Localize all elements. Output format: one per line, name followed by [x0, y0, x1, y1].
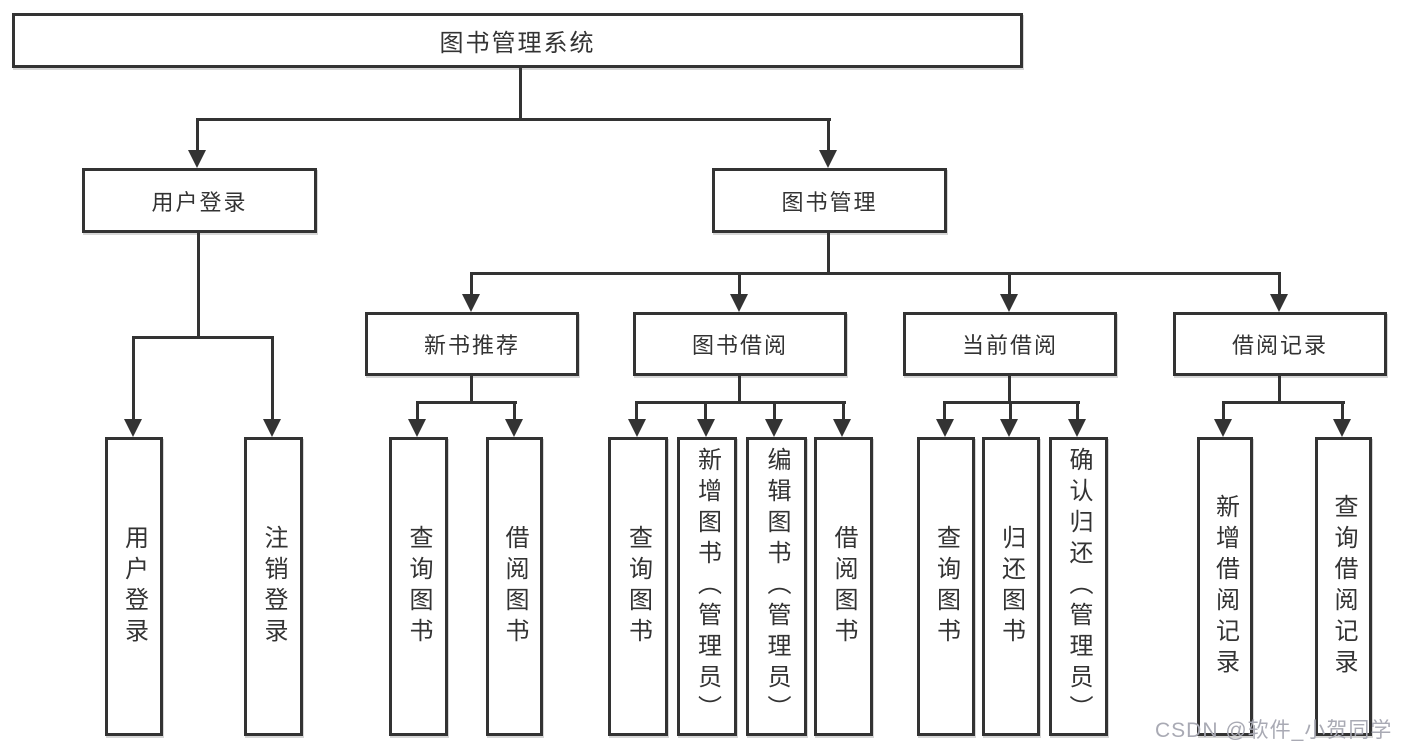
node-library-management-system: 图书管理系统: [12, 13, 1023, 68]
connector-line: [132, 336, 135, 420]
leaf-query-books-borrowing: 查询图书: [608, 437, 668, 736]
leaf-label: 注销登录: [260, 524, 287, 649]
leaf-label: 查询图书: [624, 524, 652, 649]
connector-line: [1222, 401, 1225, 420]
leaf-confirm-return-admin: 确认归还（管理员）: [1049, 437, 1108, 736]
connector-line: [635, 401, 638, 420]
arrow-down-icon: [697, 419, 715, 437]
arrow-down-icon: [1068, 419, 1086, 437]
connector-line: [738, 376, 741, 404]
connector-line: [416, 401, 517, 404]
leaf-label: 编辑图书（管理员）: [763, 447, 790, 726]
connector-line: [132, 336, 274, 339]
arrow-down-icon: [462, 294, 480, 312]
arrow-down-icon: [505, 419, 523, 437]
connector-line: [271, 336, 274, 420]
leaf-return-books: 归还图书: [982, 437, 1040, 736]
arrow-down-icon: [1000, 294, 1018, 312]
leaf-label: 查询图书: [405, 524, 432, 649]
connector-line: [470, 376, 473, 404]
connector-line: [470, 272, 473, 295]
arrow-down-icon: [1000, 419, 1018, 437]
node-new-book-recommendation: 新书推荐: [365, 312, 579, 376]
leaf-borrow-books-recommend: 借阅图书: [486, 437, 543, 736]
arrow-down-icon: [730, 294, 748, 312]
leaf-query-books-current: 查询图书: [917, 437, 975, 736]
leaf-add-books-admin: 新增图书（管理员）: [677, 437, 737, 736]
csdn-watermark: CSDN @软件_小贺同学: [1155, 719, 1393, 742]
node-user-login: 用户登录: [82, 168, 317, 233]
leaf-label: 确认归还（管理员）: [1065, 447, 1092, 726]
connector-line: [470, 272, 1281, 275]
arrow-down-icon: [819, 150, 837, 168]
leaf-label: 用户登录: [120, 524, 148, 649]
arrow-down-icon: [936, 419, 954, 437]
arrow-down-icon: [628, 419, 646, 437]
leaf-logout: 注销登录: [244, 437, 303, 736]
connector-line: [1222, 401, 1345, 404]
leaf-edit-books-admin: 编辑图书（管理员）: [746, 437, 807, 736]
connector-line: [943, 401, 946, 420]
connector-line: [1341, 401, 1344, 420]
connector-line: [197, 233, 200, 336]
connector-line: [1008, 272, 1011, 295]
connector-line: [1278, 376, 1281, 404]
leaf-borrow-books: 借阅图书: [814, 437, 873, 736]
connector-line: [1076, 401, 1079, 420]
connector-line: [196, 118, 199, 152]
connector-line: [196, 118, 831, 121]
leaf-add-borrow-record: 新增借阅记录: [1197, 437, 1253, 736]
leaf-label: 查询图书: [932, 524, 960, 649]
connector-line: [513, 401, 516, 420]
arrow-down-icon: [1214, 419, 1232, 437]
connector-line: [416, 401, 419, 420]
leaf-user-login: 用户登录: [105, 437, 163, 736]
connector-line: [842, 401, 845, 420]
connector-line: [1009, 401, 1012, 420]
connector-line: [519, 68, 522, 119]
connector-line: [827, 118, 830, 152]
connector-line: [704, 401, 707, 420]
leaf-label: 借阅图书: [501, 524, 528, 649]
arrow-down-icon: [765, 419, 783, 437]
leaf-label: 归还图书: [997, 524, 1025, 649]
leaf-label: 新增借阅记录: [1211, 493, 1239, 680]
leaf-label: 查询借阅记录: [1330, 493, 1357, 680]
node-book-management: 图书管理: [712, 168, 947, 233]
leaf-label: 借阅图书: [830, 524, 857, 649]
connector-line: [1278, 272, 1281, 295]
arrow-down-icon: [408, 419, 426, 437]
arrow-down-icon: [1333, 419, 1351, 437]
arrow-down-icon: [833, 419, 851, 437]
arrow-down-icon: [124, 419, 142, 437]
node-book-borrowing: 图书借阅: [633, 312, 847, 376]
arrow-down-icon: [263, 419, 281, 437]
node-current-borrowing: 当前借阅: [903, 312, 1117, 376]
arrow-down-icon: [188, 150, 206, 168]
connector-line: [738, 272, 741, 295]
leaf-label: 新增图书（管理员）: [693, 447, 721, 726]
node-borrowing-records: 借阅记录: [1173, 312, 1387, 376]
connector-line: [635, 401, 846, 404]
connector-line: [773, 401, 776, 420]
leaf-query-borrow-record: 查询借阅记录: [1315, 437, 1372, 736]
connector-line: [1008, 376, 1011, 404]
arrow-down-icon: [1270, 294, 1288, 312]
leaf-query-books-recommend: 查询图书: [389, 437, 448, 736]
connector-line: [827, 233, 830, 274]
